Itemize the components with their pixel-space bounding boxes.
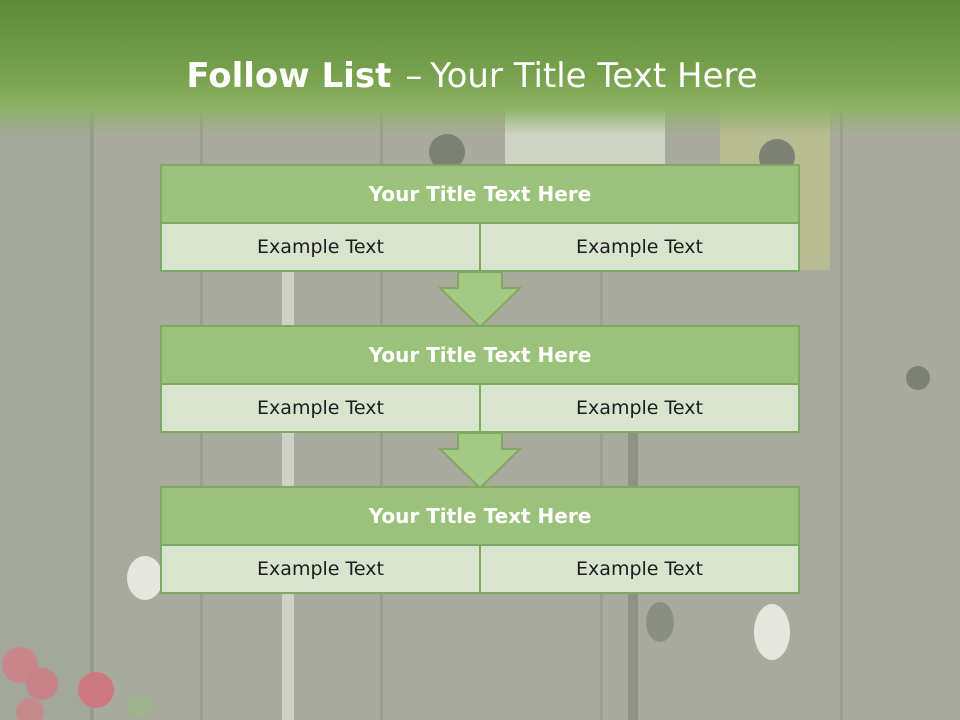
block-cell-left: Example Text <box>162 385 479 431</box>
down-arrow-icon <box>438 272 522 328</box>
flow-block-3: Your Title Text Here Example Text Exampl… <box>160 486 800 594</box>
title-rest: Your Title Text Here <box>430 56 758 96</box>
title-bold: Follow List <box>186 56 392 96</box>
block-cell-left: Example Text <box>162 546 479 592</box>
header-band <box>0 0 960 135</box>
flow-block-2: Your Title Text Here Example Text Exampl… <box>160 325 800 433</box>
flow-block-1: Your Title Text Here Example Text Exampl… <box>160 164 800 272</box>
block-cell-right: Example Text <box>479 385 798 431</box>
slide-title: Follow List–Your Title Text Here <box>0 52 944 100</box>
block-title: Your Title Text Here <box>162 488 798 546</box>
block-cell-right: Example Text <box>479 546 798 592</box>
down-arrow-icon <box>438 433 522 489</box>
title-separator: – <box>405 56 423 96</box>
block-cell-right: Example Text <box>479 224 798 270</box>
block-title: Your Title Text Here <box>162 327 798 385</box>
block-cell-left: Example Text <box>162 224 479 270</box>
block-title: Your Title Text Here <box>162 166 798 224</box>
